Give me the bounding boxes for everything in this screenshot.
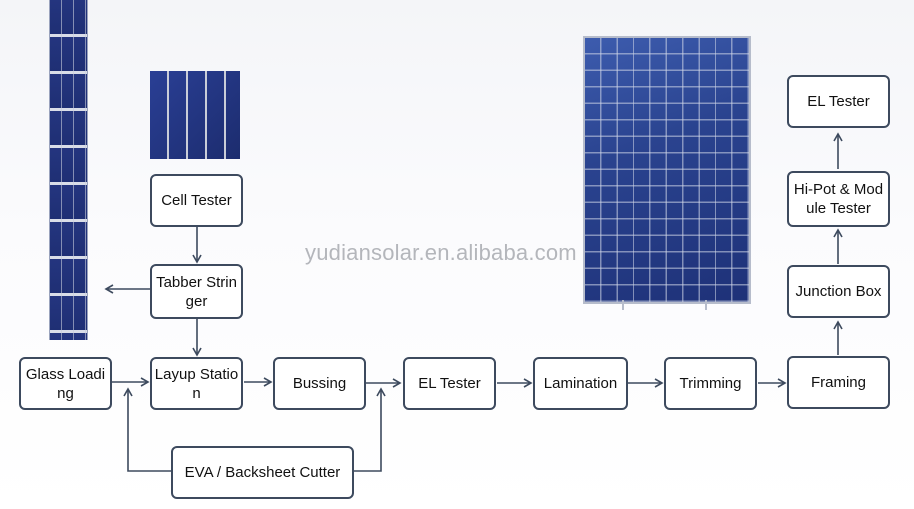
solar-cell-string-image bbox=[49, 0, 88, 340]
watermark-text: yudiansolar.en.alibaba.com bbox=[305, 240, 577, 265]
lamination-box: Lamination bbox=[533, 357, 628, 410]
el-tester-top-box: EL Tester bbox=[787, 75, 890, 128]
framing-box: Framing bbox=[787, 356, 890, 409]
cell-tester-box: Cell Tester bbox=[150, 174, 243, 227]
arrow-eva-to-layup bbox=[123, 387, 171, 472]
arrow-eva-to-bussing bbox=[354, 387, 386, 472]
panel-leg bbox=[705, 300, 707, 310]
eva-cutter-box: EVA / Backsheet Cutter bbox=[171, 446, 354, 499]
trimming-box: Trimming bbox=[664, 357, 757, 410]
tabber-stringer-box: Tabber Stringer bbox=[150, 264, 243, 319]
junction-box-box: Junction Box bbox=[787, 265, 890, 318]
solar-panel-image bbox=[583, 36, 751, 304]
el-tester-mid-box: EL Tester bbox=[403, 357, 496, 410]
layup-station-box: Layup Station bbox=[150, 357, 243, 410]
panel-leg bbox=[622, 300, 624, 310]
glass-loading-box: Glass Loading bbox=[19, 357, 112, 410]
bussing-box: Bussing bbox=[273, 357, 366, 410]
solar-cell-image bbox=[150, 71, 240, 159]
hipot-tester-box: Hi-Pot & Module Tester bbox=[787, 171, 890, 227]
